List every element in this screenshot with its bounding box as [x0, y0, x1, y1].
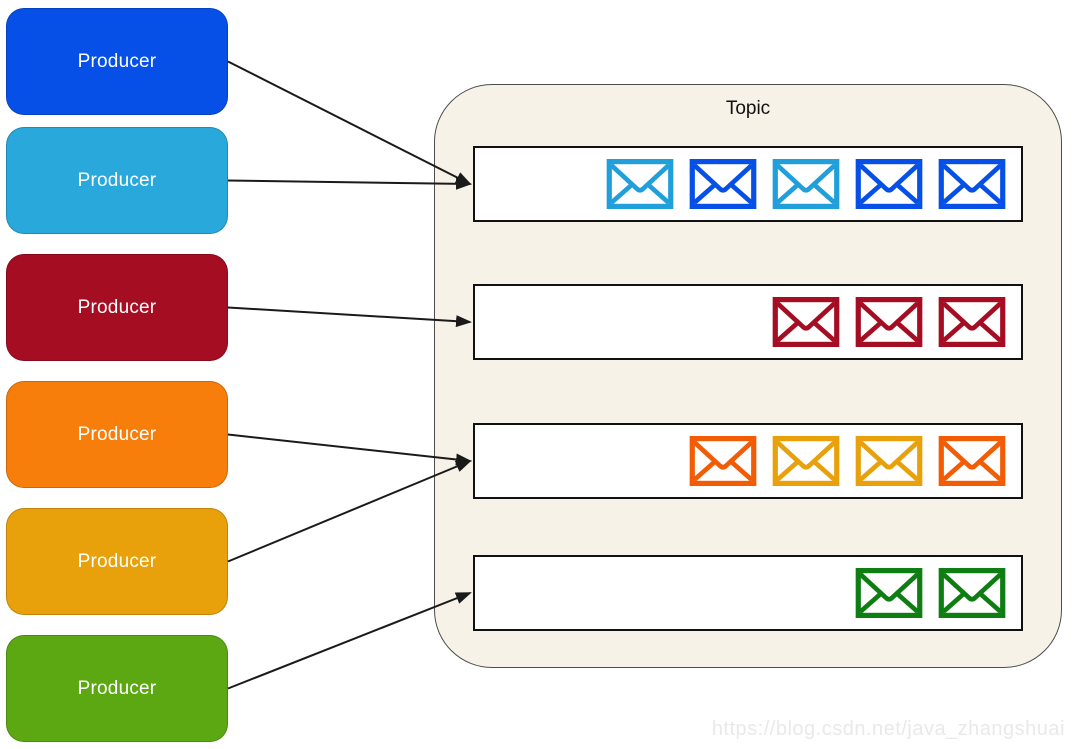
- producer-box-6: Producer: [6, 635, 228, 742]
- message-envelope-icon: [855, 159, 923, 209]
- partition-2: [473, 284, 1023, 360]
- producer-box-2: Producer: [6, 127, 228, 234]
- producer-box-3: Producer: [6, 254, 228, 361]
- topic-container: Topic: [434, 84, 1062, 668]
- message-envelope-icon: [689, 159, 757, 209]
- partition-3: [473, 423, 1023, 499]
- producer-label: Producer: [77, 677, 157, 699]
- message-envelope-icon: [938, 436, 1006, 486]
- producer-label: Producer: [77, 296, 157, 318]
- watermark: https://blog.csdn.net/java_zhangshuai: [711, 718, 1065, 740]
- producer-box-4: Producer: [6, 381, 228, 488]
- message-envelope-icon: [689, 436, 757, 486]
- producer-label: Producer: [77, 50, 157, 72]
- message-envelope-icon: [772, 297, 840, 347]
- message-envelope-icon: [855, 297, 923, 347]
- partition-4: [473, 555, 1023, 631]
- message-envelope-icon: [938, 159, 1006, 209]
- producer-box-5: Producer: [6, 508, 228, 615]
- producer-label: Producer: [77, 169, 157, 191]
- message-envelope-icon: [938, 568, 1006, 618]
- partition-1: [473, 146, 1023, 222]
- message-envelope-icon: [772, 159, 840, 209]
- message-envelope-icon: [855, 436, 923, 486]
- message-envelope-icon: [772, 436, 840, 486]
- message-envelope-icon: [938, 297, 1006, 347]
- producer-label: Producer: [77, 423, 157, 445]
- topic-title: Topic: [725, 98, 771, 119]
- message-envelope-icon: [606, 159, 674, 209]
- message-envelope-icon: [855, 568, 923, 618]
- producer-label: Producer: [77, 550, 157, 572]
- producer-box-1: Producer: [6, 8, 228, 115]
